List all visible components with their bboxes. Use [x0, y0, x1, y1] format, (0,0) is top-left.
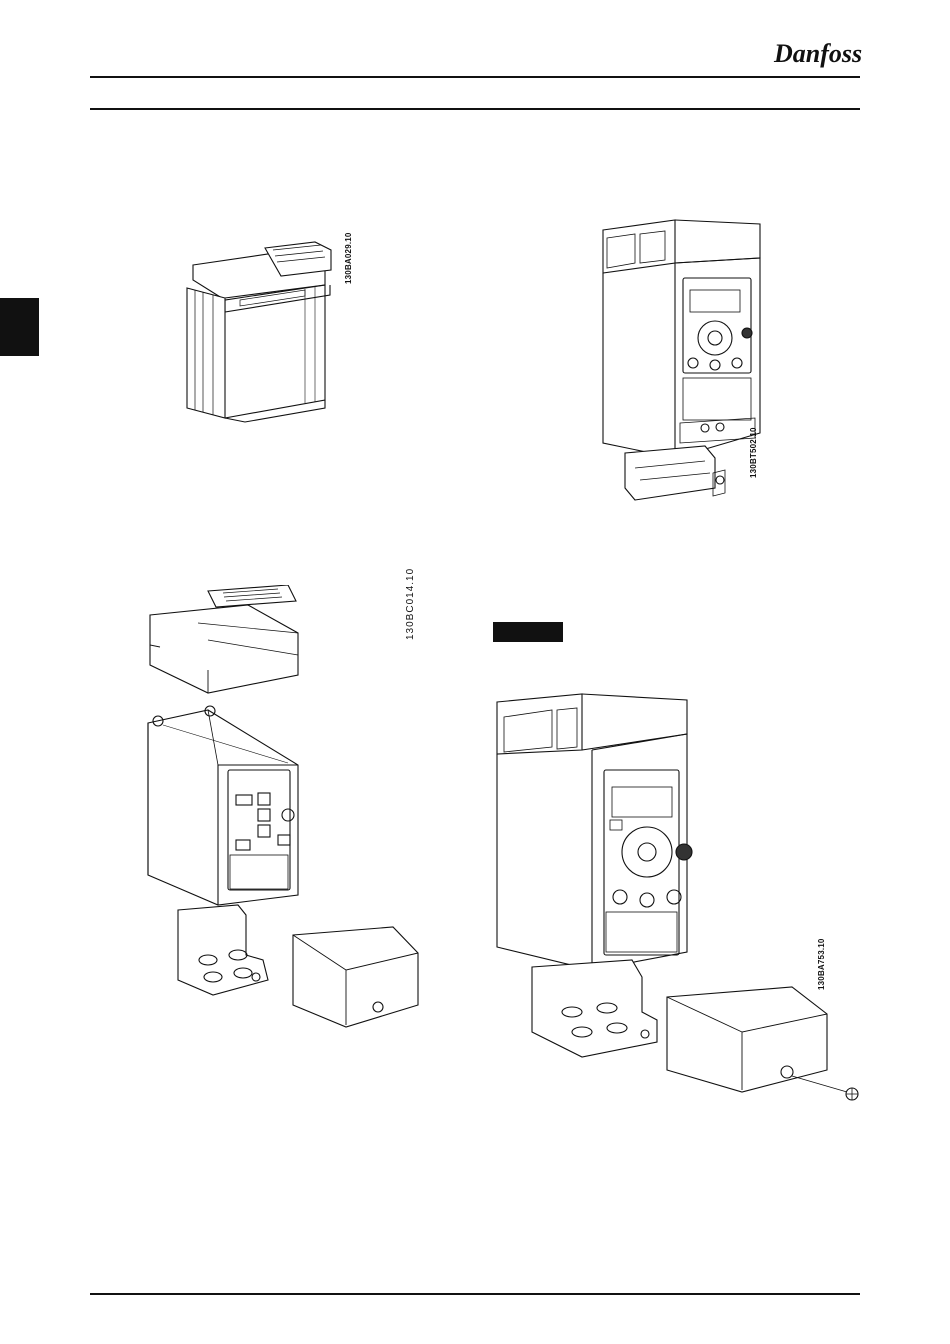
figure-code-130BC014: 130BC014.10	[405, 568, 416, 640]
header-rule-bottom	[90, 108, 860, 110]
figure-code-130BT502: 130BT502.10	[749, 427, 758, 478]
figure-exploded-drive	[138, 585, 428, 1030]
figure-drive-lcp-bracket	[595, 218, 770, 513]
notice-label-box	[493, 622, 563, 642]
footer-rule	[90, 1293, 860, 1295]
logo-wordmark: Danfoss	[773, 39, 862, 68]
figure-drive-terminal-cover	[492, 692, 862, 1107]
figure-drive-top-cover	[185, 240, 345, 430]
danfoss-logo: Danfoss	[770, 34, 862, 72]
header-rule-top	[90, 76, 860, 78]
figure-code-130BA029: 130BA029.10	[344, 232, 353, 284]
figure-code-130BA753: 130BA753.10	[817, 938, 826, 990]
chapter-tab	[0, 298, 39, 356]
